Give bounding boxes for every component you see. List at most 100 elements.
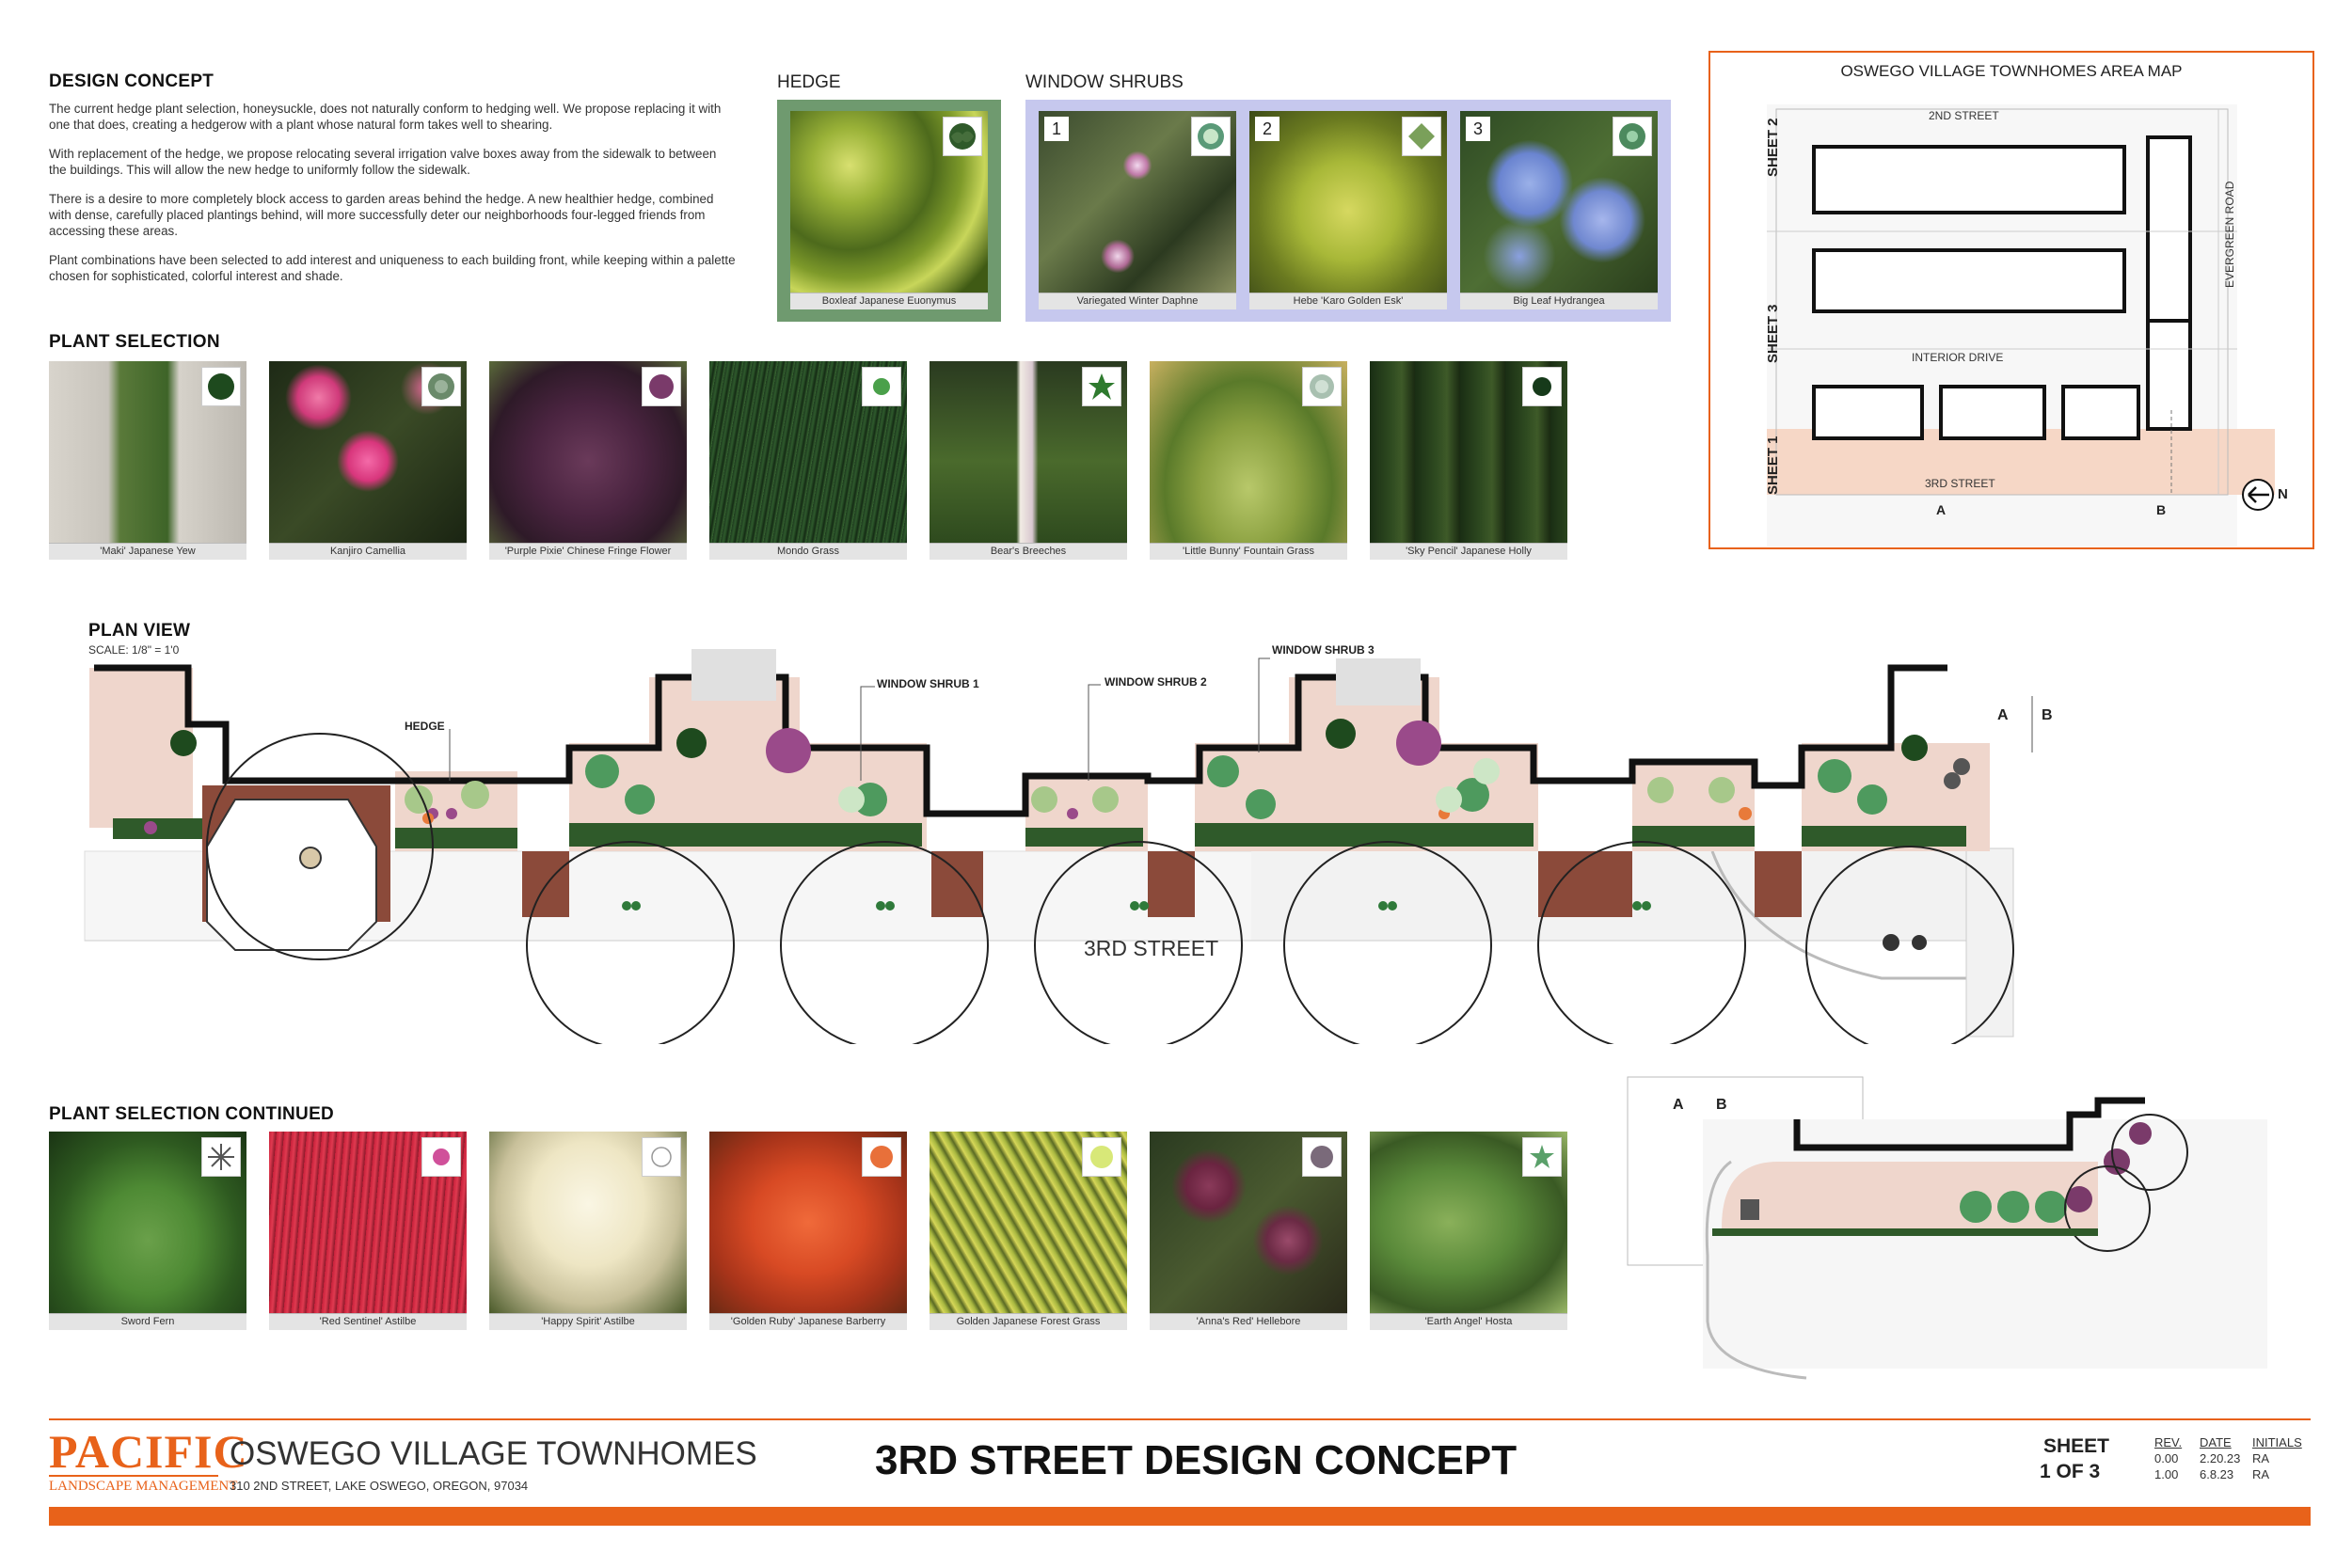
plant-tile: Golden Japanese Forest Grass — [930, 1132, 1127, 1330]
map-label-b: B — [2156, 502, 2167, 517]
callout-window-shrub-2: WINDOW SHRUB 2 — [1104, 675, 1207, 689]
red-astilbe-symbol-icon — [421, 1137, 461, 1177]
yew-symbol-icon — [201, 367, 241, 406]
mondo-grass-symbol-icon — [862, 367, 901, 406]
map-label-interior-drive: INTERIOR DRIVE — [1912, 351, 2004, 364]
plant-caption: 'Happy Spirit' Astilbe — [489, 1313, 687, 1330]
project-address: 310 2ND STREET, LAKE OSWEGO, OREGON, 970… — [230, 1479, 529, 1493]
footer-bottom-bar — [49, 1507, 2311, 1526]
plant-tile: Bear's Breeches — [930, 361, 1127, 560]
plant-caption: Kanjiro Camellia — [269, 543, 467, 560]
footer-top-rule — [49, 1418, 2311, 1420]
window-shrub-number: 1 — [1044, 117, 1069, 141]
plant-caption: 'Golden Ruby' Japanese Barberry — [709, 1313, 907, 1330]
plant-tile: 'Golden Ruby' Japanese Barberry — [709, 1132, 907, 1330]
hosta-symbol-icon — [1522, 1137, 1562, 1177]
initials-cell: RA — [2252, 1451, 2270, 1465]
hellebore-symbol-icon — [1302, 1137, 1342, 1177]
plan-match-b: B — [2042, 707, 2053, 723]
plant-tile: 'Sky Pencil' Japanese Holly — [1370, 361, 1567, 560]
plant-caption: 'Maki' Japanese Yew — [49, 543, 246, 560]
logo-top: PACIFIC — [49, 1425, 248, 1478]
hydrangea-symbol-icon — [1613, 117, 1652, 156]
map-sheet-1-label: SHEET 1 — [1765, 436, 1781, 495]
concept-paragraph: With replacement of the hedge, we propos… — [49, 147, 717, 177]
barberry-symbol-icon — [862, 1137, 901, 1177]
plant-tile: 'Happy Spirit' Astilbe — [489, 1132, 687, 1330]
window-shrub-caption: Big Leaf Hydrangea — [1460, 293, 1658, 309]
window-shrub-number: 2 — [1255, 117, 1279, 141]
sword-fern-symbol-icon — [201, 1137, 241, 1177]
daphne-symbol-icon — [1191, 117, 1231, 156]
fountain-grass-symbol-icon — [1302, 367, 1342, 406]
plant-caption: 'Anna's Red' Hellebore — [1150, 1313, 1347, 1330]
hedge-symbol-icon — [943, 117, 982, 156]
sheet-number: 1 OF 3 — [2040, 1461, 2101, 1482]
plant-caption: Golden Japanese Forest Grass — [930, 1313, 1127, 1330]
plant-tile: Mondo Grass — [709, 361, 907, 560]
map-sheet-2-label: SHEET 2 — [1765, 118, 1781, 177]
continuation-match-a: A — [1673, 1097, 1684, 1113]
window-shrub-number: 3 — [1466, 117, 1490, 141]
plant-tile: 'Maki' Japanese Yew — [49, 361, 246, 560]
plan-view-continuation — [1627, 1076, 2267, 1380]
rev-cell: 1.00 — [2154, 1467, 2179, 1481]
window-shrub-tile: 3 Big Leaf Hydrangea — [1460, 111, 1658, 309]
plant-tile: 'Purple Pixie' Chinese Fringe Flower — [489, 361, 687, 560]
plant-selection-continued-row: Sword Fern 'Red Sentinel' Astilbe 'Happy… — [49, 1132, 1573, 1331]
plan-view-heading: PLAN VIEW — [88, 621, 191, 641]
plant-caption: 'Little Bunny' Fountain Grass — [1150, 543, 1347, 560]
plant-tile: 'Red Sentinel' Astilbe — [269, 1132, 467, 1330]
hebe-symbol-icon — [1402, 117, 1441, 156]
window-shrub-caption: Variegated Winter Daphne — [1039, 293, 1236, 309]
window-shrub-tile: 1 Variegated Winter Daphne — [1039, 111, 1236, 309]
fringe-flower-symbol-icon — [642, 367, 681, 406]
rev-header: REV. — [2154, 1435, 2183, 1449]
logo-bottom: LANDSCAPE MANAGEMENT — [49, 1475, 237, 1496]
date-cell: 6.8.23 — [2200, 1467, 2234, 1481]
map-label-evergreen-road: EVERGREEN ROAD — [2223, 181, 2236, 288]
plant-caption: 'Red Sentinel' Astilbe — [269, 1313, 467, 1330]
continuation-match-b: B — [1716, 1097, 1727, 1113]
callout-window-shrub-1: WINDOW SHRUB 1 — [877, 677, 979, 690]
hedge-tile: Boxleaf Japanese Euonymus — [790, 111, 988, 309]
rev-cell: 0.00 — [2154, 1451, 2179, 1465]
sheet-title: 3RD STREET DESIGN CONCEPT — [875, 1437, 1518, 1483]
plant-caption: 'Earth Angel' Hosta — [1370, 1313, 1567, 1330]
hedge-heading: HEDGE — [777, 72, 841, 92]
plant-caption: Mondo Grass — [709, 543, 907, 560]
company-logo: PACIFIC LANDSCAPE MANAGEMENT — [49, 1425, 248, 1496]
hedge-panel: Boxleaf Japanese Euonymus — [777, 100, 1001, 322]
plant-tile: 'Earth Angel' Hosta — [1370, 1132, 1567, 1330]
date-cell: 2.20.23 — [2200, 1451, 2241, 1465]
plant-caption: 'Sky Pencil' Japanese Holly — [1370, 543, 1567, 560]
hedge-caption: Boxleaf Japanese Euonymus — [790, 293, 988, 309]
plan-view-drawing — [84, 649, 2033, 1044]
holly-symbol-icon — [1522, 367, 1562, 406]
plant-caption: 'Purple Pixie' Chinese Fringe Flower — [489, 543, 687, 560]
plant-tile: 'Little Bunny' Fountain Grass — [1150, 361, 1347, 560]
plant-tile: Kanjiro Camellia — [269, 361, 467, 560]
project-name: OSWEGO VILLAGE TOWNHOMES — [230, 1435, 757, 1472]
bears-breeches-symbol-icon — [1082, 367, 1121, 406]
white-astilbe-symbol-icon — [642, 1137, 681, 1177]
area-map-panel: OSWEGO VILLAGE TOWNHOMES AREA MAP 2ND ST… — [1708, 51, 2314, 549]
plant-selection-continued-heading: PLANT SELECTION CONTINUED — [49, 1104, 335, 1124]
map-label-3rd-street: 3RD STREET — [1925, 477, 1995, 490]
plant-selection-heading: PLANT SELECTION — [49, 332, 220, 352]
window-shrub-tile: 2 Hebe 'Karo Golden Esk' — [1249, 111, 1447, 309]
camellia-symbol-icon — [421, 367, 461, 406]
plan-match-a: A — [1997, 707, 2009, 723]
date-header: DATE — [2200, 1435, 2232, 1449]
initials-header: INITIALS — [2252, 1435, 2302, 1449]
window-shrub-caption: Hebe 'Karo Golden Esk' — [1249, 293, 1447, 309]
sheet-label: SHEET — [2043, 1435, 2110, 1457]
concept-paragraph: Plant combinations have been selected to… — [49, 253, 736, 283]
area-map-drawing — [1767, 104, 2275, 546]
window-shrubs-heading: WINDOW SHRUBS — [1025, 72, 1184, 92]
area-map-title: OSWEGO VILLAGE TOWNHOMES AREA MAP — [1840, 62, 2183, 80]
street-label: 3RD STREET — [1084, 936, 1219, 960]
callout-window-shrub-3: WINDOW SHRUB 3 — [1272, 643, 1375, 657]
plant-caption: Sword Fern — [49, 1313, 246, 1330]
initials-cell: RA — [2252, 1467, 2270, 1481]
